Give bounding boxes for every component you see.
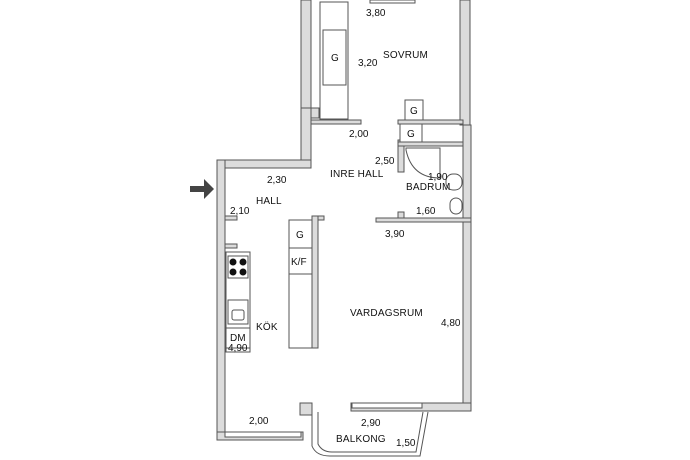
- dim-vardagsrum-width: 3,90: [385, 229, 405, 240]
- wall-bath-top: [397, 141, 464, 147]
- room-label-badrum: BADRUM: [406, 182, 451, 193]
- room-label-sovrum: SOVRUM: [383, 50, 428, 61]
- room-label-inre-hall: INRE HALL: [330, 169, 384, 180]
- balcony-inner: [317, 411, 424, 453]
- wardrobe-g-2: [399, 123, 423, 143]
- room-label-hall: HALL: [256, 196, 282, 207]
- entrance-arrow-icon: [190, 179, 214, 199]
- dim-kok-width: 2,00: [249, 416, 269, 427]
- label-wardrobe-2: G: [407, 129, 415, 140]
- dim-bath-width: 2,50: [375, 156, 395, 167]
- label-fridge-freezer: K/F: [291, 257, 307, 268]
- label-wardrobe-3: G: [296, 230, 304, 241]
- wall-right: [462, 124, 472, 408]
- window-kok: [224, 431, 302, 438]
- washbasin: [445, 173, 463, 191]
- wall-jog-vertical: [300, 107, 312, 169]
- dim-hall-width: 2,10: [230, 206, 250, 217]
- wall-sovrum-left: [300, 0, 312, 116]
- sovrum-window: [369, 0, 416, 4]
- dim-sovrum-depth: 3,20: [358, 58, 378, 69]
- balcony-outline: [311, 411, 429, 457]
- label-wardrobe-sovrum: G: [331, 53, 339, 64]
- stove-burner-1: [229, 258, 237, 266]
- dim-balkong-width: 2,90: [361, 418, 381, 429]
- dim-sovrum-width: 3,80: [366, 8, 386, 19]
- label-dishwasher: DM: [230, 333, 246, 344]
- dim-balkong-depth: 1,50: [396, 438, 416, 449]
- room-label-vardagsrum: VARDAGSRUM: [350, 308, 423, 319]
- stove-burner-4: [239, 268, 247, 276]
- dim-bath-depth: 1,90: [428, 172, 448, 183]
- sovrum-wardrobe: [322, 29, 347, 86]
- dishwasher: [225, 327, 251, 349]
- label-wardrobe-1: G: [410, 106, 418, 117]
- wall-sovrum-bottom-right: [397, 119, 464, 125]
- dim-kok-depth: 4,90: [228, 343, 248, 354]
- wall-balcony-post: [299, 402, 313, 416]
- stove-burner-3: [229, 268, 237, 276]
- shower-corner: [405, 147, 441, 179]
- wall-bath-bottom: [375, 217, 472, 223]
- wall-island: [311, 215, 319, 349]
- room-label-kok: KÖK: [256, 321, 278, 333]
- stove-burner-2: [239, 258, 247, 266]
- toilet: [449, 197, 463, 215]
- wall-left: [216, 159, 226, 441]
- window-vardagsrum: [351, 402, 423, 409]
- wall-sovrum-right: [459, 0, 471, 126]
- wall-hall-kitchen-2: [224, 243, 238, 249]
- wardrobe-g-1: [404, 99, 424, 121]
- dim-inre-hall-width: 2,30: [267, 175, 287, 186]
- wall-hall-kitchen: [224, 215, 238, 221]
- dim-vardagsrum-depth: 4,80: [441, 318, 461, 329]
- dim-bath-inner: 1,60: [416, 206, 436, 217]
- kitchen-island-counter: [288, 273, 313, 349]
- wall-hall-top: [216, 159, 312, 169]
- wall-sovrum-bottom: [310, 119, 362, 125]
- dim-corridor-top: 2,00: [349, 129, 369, 140]
- sink-basin: [231, 309, 245, 321]
- room-label-balkong: BALKONG: [336, 434, 386, 445]
